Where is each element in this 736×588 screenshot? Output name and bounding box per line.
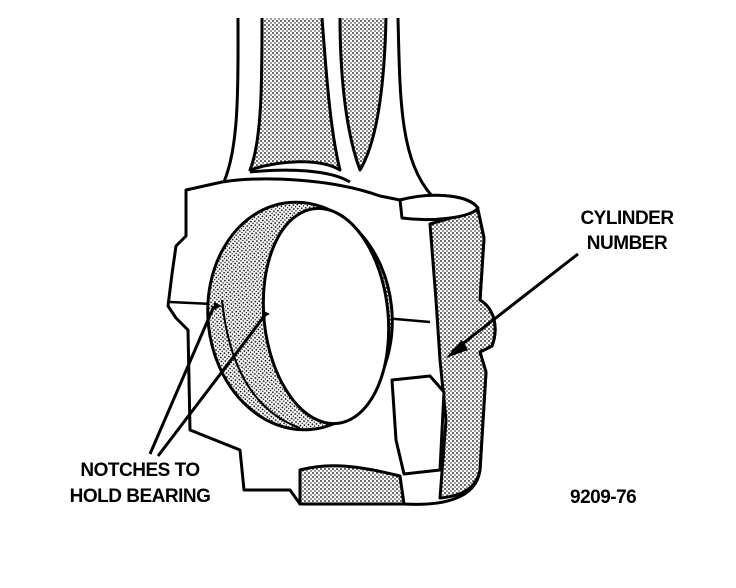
leader-notch-1 xyxy=(148,305,216,455)
cylinder-number-label-line1: CYLINDER xyxy=(580,208,674,229)
lower-cap-shade xyxy=(298,464,406,506)
leader-notch-2 xyxy=(156,313,268,457)
beam-outer-left xyxy=(220,17,240,187)
side-face-shade xyxy=(428,208,497,500)
notches-label-line1: NOTCHES TO xyxy=(80,460,200,481)
beam-outer-right xyxy=(396,17,434,197)
leader-arrowhead xyxy=(446,340,468,358)
bearing-edge xyxy=(221,299,301,429)
bolt-boss-top xyxy=(398,193,480,221)
figure-number: 9209-76 xyxy=(570,487,637,508)
bearing-bore xyxy=(206,200,394,432)
notches-label-line2: HOLD BEARING xyxy=(69,486,211,507)
beam-web-right xyxy=(338,17,388,172)
leader-cylinder xyxy=(451,252,579,354)
cylinder-number-label-line2: NUMBER xyxy=(586,233,668,254)
bolt-boss-lower xyxy=(390,374,446,476)
bore-inner xyxy=(261,206,391,426)
beam-web-left xyxy=(248,17,342,172)
rod-beam xyxy=(220,17,434,197)
leader-lines xyxy=(148,252,579,457)
